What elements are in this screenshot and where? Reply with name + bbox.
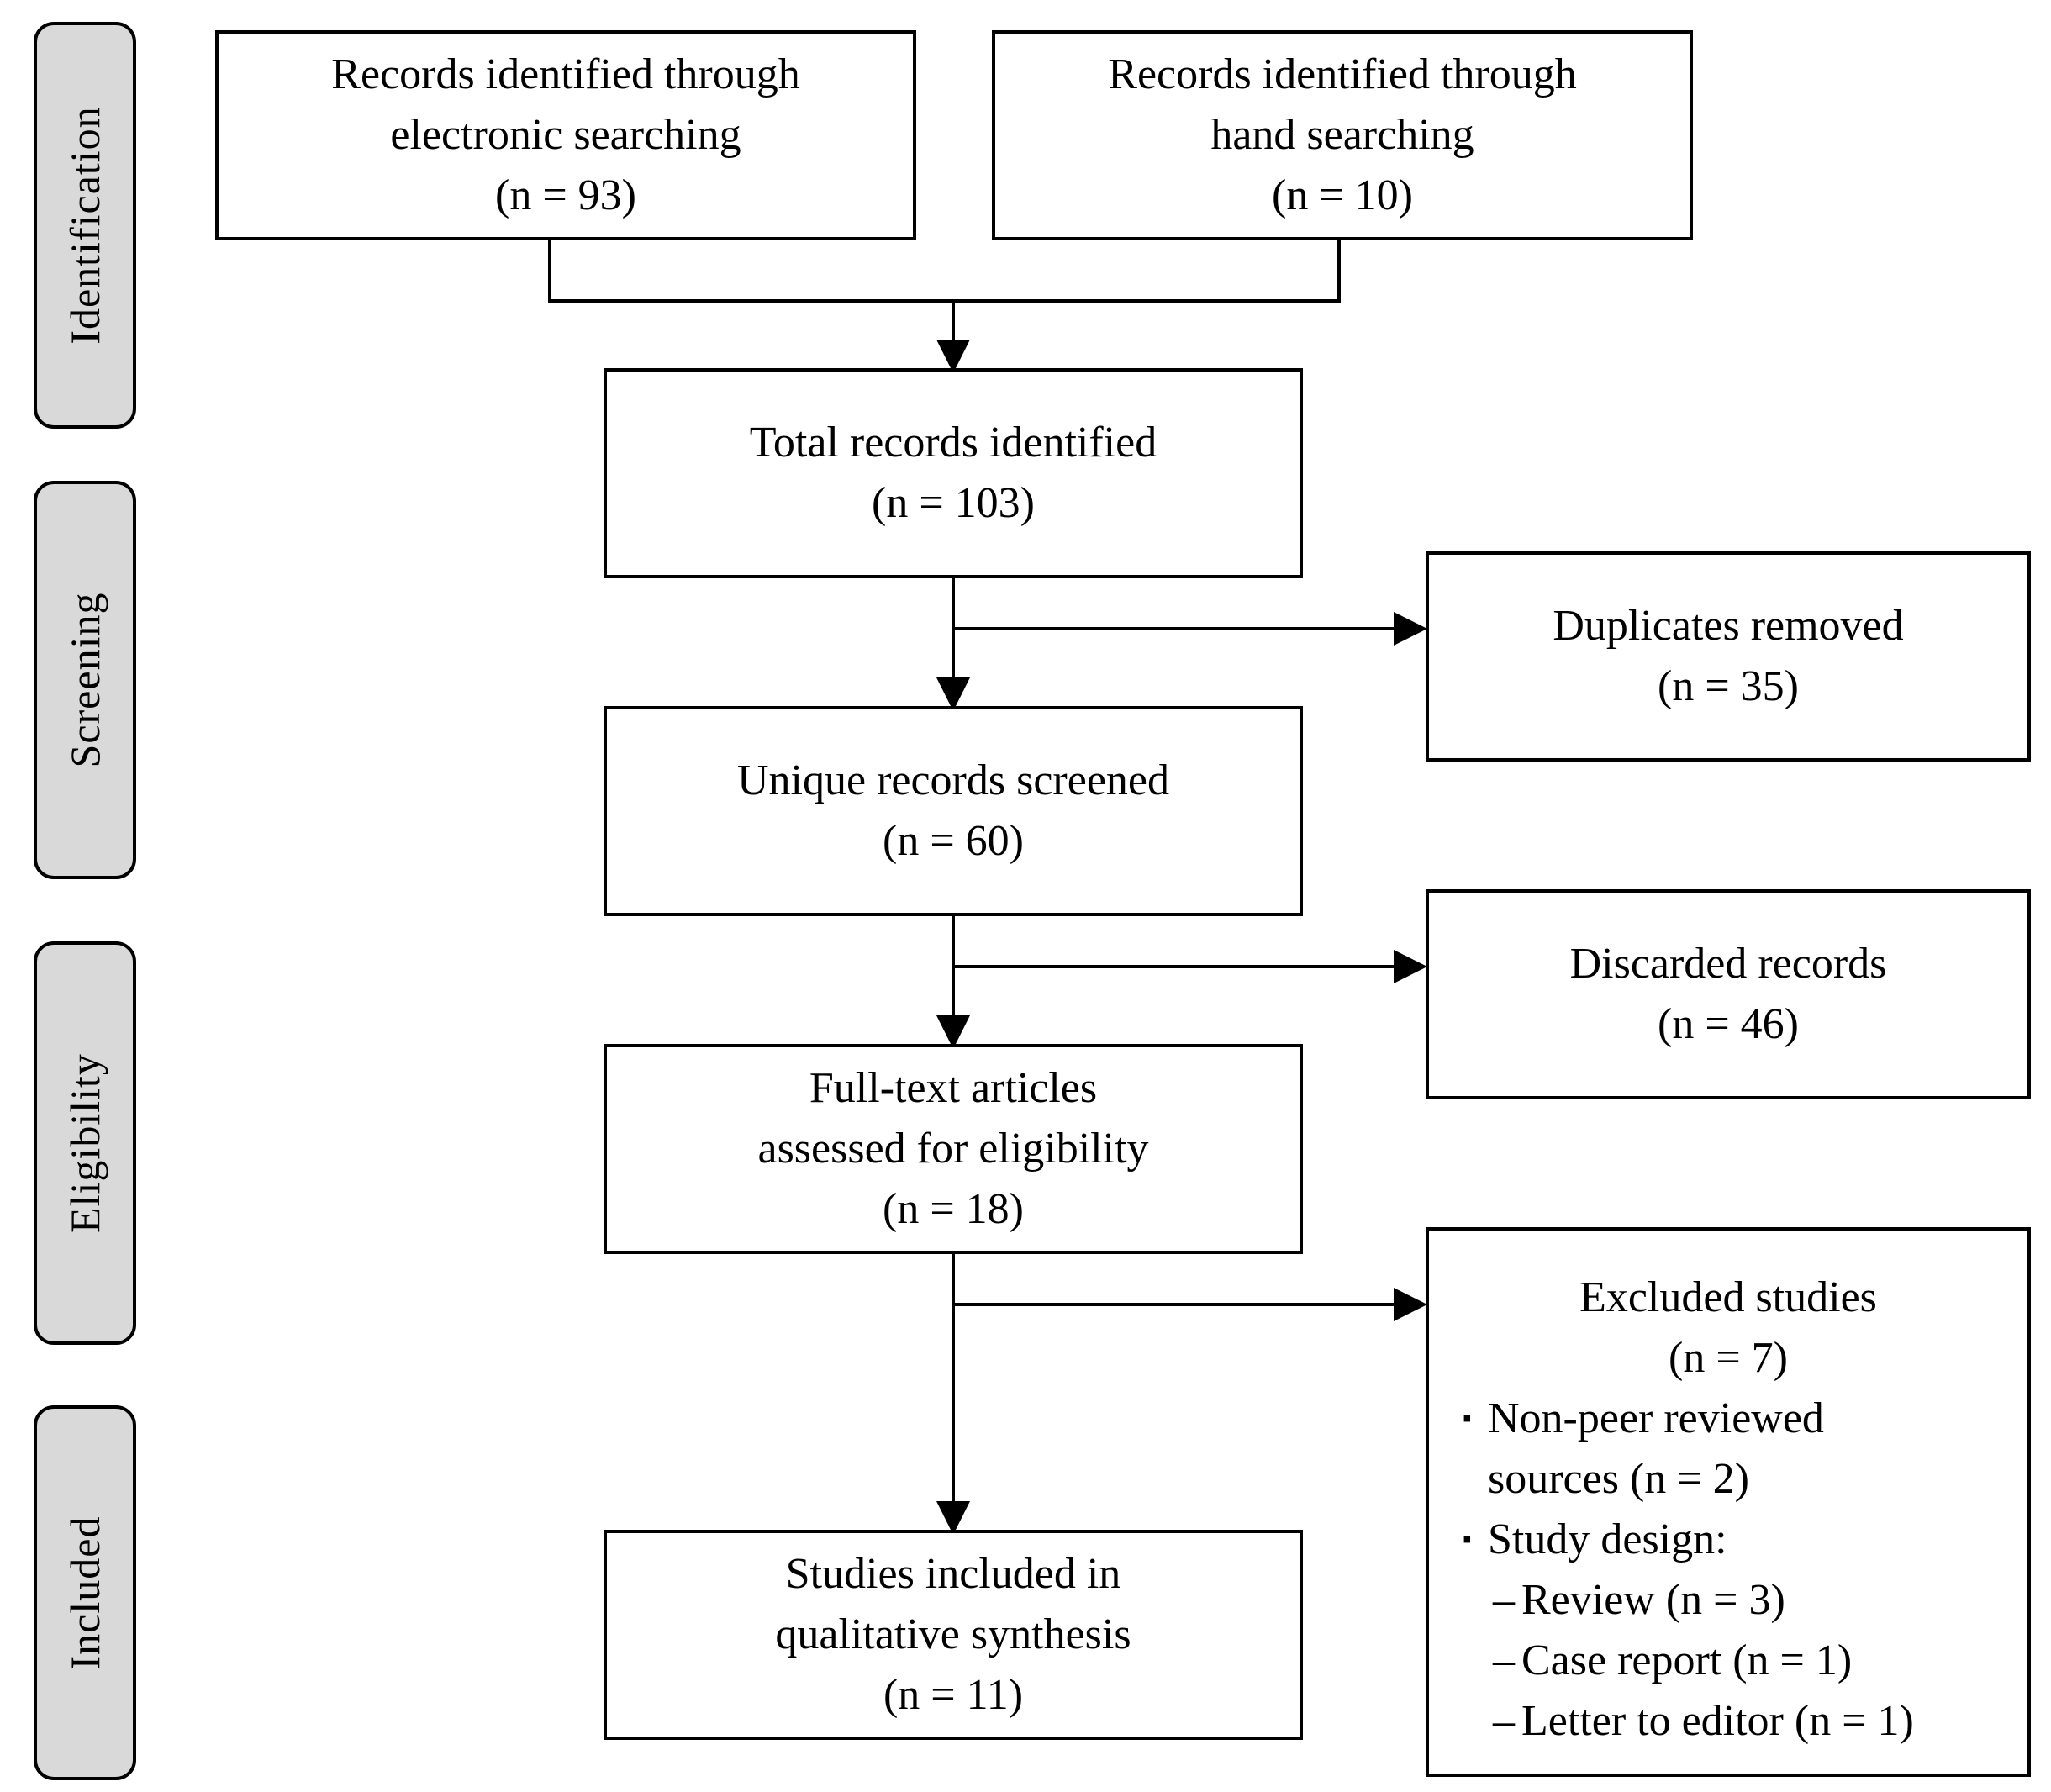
box-excluded-studies: Excluded studies (n = 7) ▪ Non-peer revi… <box>1426 1227 2031 1777</box>
excluded-reason-item: ▪ Study design: <box>1463 1510 1914 1570</box>
excluded-bullet1-line1: Non-peer reviewed <box>1488 1394 1824 1442</box>
electronic-line2: electronic searching <box>390 111 741 159</box>
box-total-records: Total records identified (n = 103) <box>604 368 1303 578</box>
fulltext-line1: Full-text articles <box>809 1064 1098 1112</box>
dash-icon: – <box>1493 1697 1515 1745</box>
duplicates-line1: Duplicates removed <box>1553 602 1904 650</box>
included-line2: qualitative synthesis <box>775 1610 1131 1658</box>
hand-line2: hand searching <box>1210 111 1474 159</box>
bullet-icon: ▪ <box>1463 1526 1472 1553</box>
bullet-icon: ▪ <box>1463 1405 1472 1432</box>
box-studies-included: Studies included in qualitative synthesi… <box>604 1530 1303 1740</box>
stage-included: Included <box>34 1405 136 1780</box>
stage-eligibility: Eligibility <box>34 941 136 1345</box>
fulltext-line2: assessed for eligibility <box>757 1125 1149 1173</box>
discarded-line1: Discarded records <box>1569 940 1887 988</box>
excluded-sub1: Review (n = 3) <box>1521 1576 1785 1624</box>
dash-icon: – <box>1493 1576 1515 1624</box>
excluded-title: Excluded studies <box>1579 1273 1877 1321</box>
unique-line1: Unique records screened <box>737 756 1169 804</box>
total-line1: Total records identified <box>749 419 1157 466</box>
box-unique-records: Unique records screened (n = 60) <box>604 706 1303 916</box>
total-count: (n = 103) <box>872 479 1035 527</box>
fulltext-count: (n = 18) <box>883 1185 1024 1233</box>
excluded-bullet2: Study design: <box>1488 1515 1727 1563</box>
box-duplicates-removed: Duplicates removed (n = 35) <box>1426 551 2031 762</box>
electronic-line1: Records identified through <box>331 50 800 98</box>
excluded-subreason-item: – Case report (n = 1) <box>1463 1631 1914 1691</box>
included-count: (n = 11) <box>883 1671 1024 1719</box>
excluded-bullet1-line2: sources (n = 2) <box>1488 1455 1749 1503</box>
excluded-sub3: Letter to editor (n = 1) <box>1521 1697 1914 1745</box>
box-fulltext-assessed: Full-text articles assessed for eligibil… <box>604 1044 1303 1254</box>
excluded-sub2: Case report (n = 1) <box>1521 1637 1853 1684</box>
box-hand-searching: Records identified through hand searchin… <box>992 30 1693 240</box>
excluded-reason-item: ▪ Non-peer reviewed <box>1463 1389 1914 1449</box>
stage-identification: Identification <box>34 22 136 429</box>
stage-screening: Screening <box>34 481 136 879</box>
box-discarded-records: Discarded records (n = 46) <box>1426 889 2031 1099</box>
unique-count: (n = 60) <box>883 817 1024 865</box>
discarded-count: (n = 46) <box>1658 1000 1799 1048</box>
duplicates-count: (n = 35) <box>1658 662 1799 710</box>
merge-connector <box>548 239 1341 303</box>
electronic-count: (n = 93) <box>495 171 636 219</box>
hand-line1: Records identified through <box>1108 50 1577 98</box>
excluded-subreason-item: – Letter to editor (n = 1) <box>1463 1691 1914 1752</box>
excluded-subreason-item: – Review (n = 3) <box>1463 1570 1914 1631</box>
dash-icon: – <box>1493 1637 1515 1684</box>
excluded-count: (n = 7) <box>1669 1334 1788 1382</box>
excluded-reasons-list: ▪ Non-peer reviewed sources (n = 2) ▪ St… <box>1463 1389 1914 1752</box>
hand-count: (n = 10) <box>1272 171 1413 219</box>
included-line1: Studies included in <box>785 1550 1121 1598</box>
box-electronic-searching: Records identified through electronic se… <box>215 30 916 240</box>
